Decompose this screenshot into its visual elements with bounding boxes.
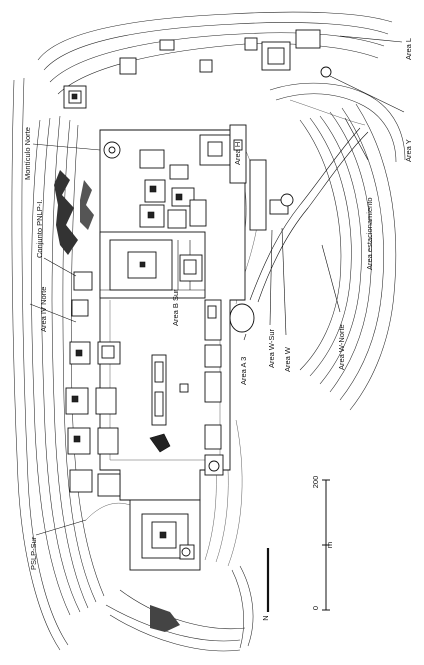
label-pslp-sur: PSLP-Sur — [29, 536, 38, 570]
label-area-estacionamiento: Area estacionamiento — [365, 197, 374, 270]
west-structures — [65, 271, 121, 497]
scale-zero: 0 — [311, 606, 320, 610]
south-enclosure — [85, 499, 201, 571]
scale-unit: m — [325, 542, 334, 548]
map-labels: Area L Area Y Montículo Norte Conjunto P… — [23, 35, 413, 570]
cliff-hatching — [54, 170, 180, 632]
roads — [249, 99, 369, 303]
label-area-h: Area H — [233, 142, 242, 165]
scale-bar: 200 0 m — [311, 476, 334, 611]
north-buildings — [103, 134, 231, 282]
scale-max: 200 — [311, 476, 320, 489]
label-area-y: Area Y — [404, 139, 413, 162]
label-area-w-norte: Area W-Norte — [337, 324, 346, 370]
terrain-contours — [11, 11, 406, 652]
label-area-b-sur: Area B Sur — [171, 289, 180, 326]
north-label: N — [261, 615, 270, 620]
area-h-buildings — [229, 124, 267, 231]
west-mound — [63, 85, 87, 109]
label-area-a3: Area A 3 — [239, 357, 248, 385]
area-l-structures — [119, 29, 332, 78]
label-area-w-sur: Area W-Sur — [267, 328, 276, 368]
plaza-structures — [149, 354, 189, 453]
label-area-l: Area L — [404, 38, 413, 60]
north-arrow: N — [261, 548, 270, 621]
east-structures — [204, 193, 294, 476]
label-monticulo-norte: Montículo Norte — [23, 127, 32, 180]
label-area-w: Area W — [283, 346, 292, 372]
plaza-outline — [99, 129, 246, 501]
label-conjunto-pnlp: Conjunto PNLP-I. — [35, 200, 44, 258]
